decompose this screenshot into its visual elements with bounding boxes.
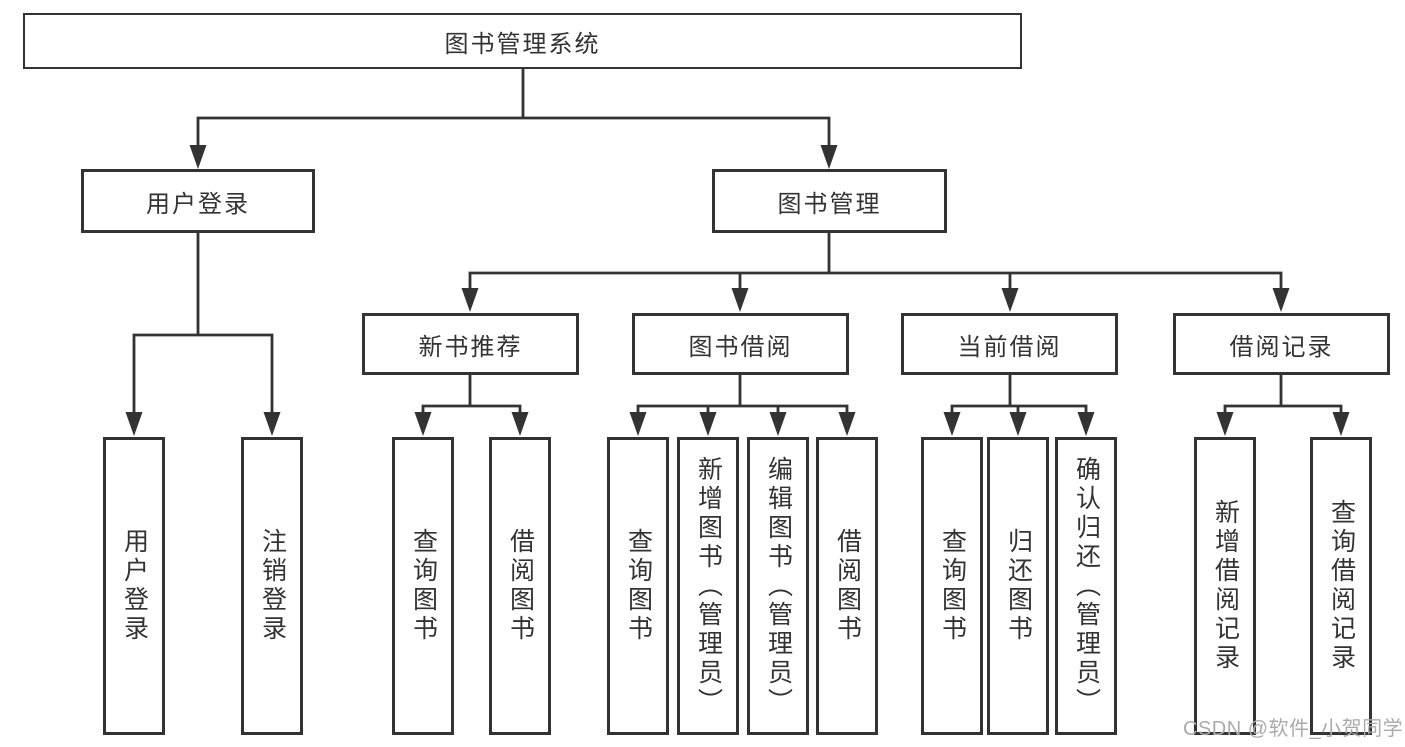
node-book-management: 图书管理 — [712, 169, 947, 233]
edge-bookborrow-to-leaves — [636, 373, 849, 417]
node-leaf-query-book-1: 查询图书 — [392, 437, 454, 735]
node-leaf-add-borrow-record-label: 新增借阅记录 — [1211, 499, 1240, 673]
node-user-login: 用户登录 — [81, 169, 315, 233]
node-borrow-records-label: 借阅记录 — [1229, 333, 1334, 361]
node-leaf-query-book-2-label: 查询图书 — [624, 528, 653, 644]
edge-root-to-level2 — [196, 67, 831, 150]
node-leaf-query-book-3-label: 查询图书 — [938, 528, 967, 644]
csdn-watermark: CSDN @软件_小贺同学 — [1183, 718, 1404, 740]
node-leaf-borrow-book-2: 借阅图书 — [816, 437, 878, 735]
node-leaf-confirm-return-admin: 确认归还（管理员） — [1055, 437, 1117, 735]
node-leaf-add-book-admin: 新增图书（管理员） — [677, 437, 739, 735]
edge-bookmgmt-to-level3 — [468, 231, 1283, 293]
node-root: 图书管理系统 — [23, 13, 1022, 69]
node-borrow-records: 借阅记录 — [1173, 313, 1390, 375]
node-new-book-recommend: 新书推荐 — [362, 313, 579, 375]
node-leaf-query-borrow-record: 查询借阅记录 — [1310, 437, 1372, 735]
edge-userlogin-to-leaves — [132, 231, 274, 417]
node-leaf-edit-book-admin: 编辑图书（管理员） — [747, 437, 809, 735]
node-root-label: 图书管理系统 — [444, 30, 601, 58]
node-book-borrow: 图书借阅 — [632, 313, 849, 375]
node-current-borrow: 当前借阅 — [901, 313, 1118, 375]
node-book-management-label: 图书管理 — [777, 190, 882, 218]
node-leaf-add-book-admin-label: 新增图书（管理员） — [694, 455, 723, 717]
node-book-borrow-label: 图书借阅 — [688, 333, 793, 361]
node-leaf-borrow-book-2-label: 借阅图书 — [833, 528, 862, 644]
node-new-book-recommend-label: 新书推荐 — [418, 333, 523, 361]
node-leaf-logout-label: 注销登录 — [258, 528, 287, 644]
node-leaf-borrow-book-1-label: 借阅图书 — [506, 528, 535, 644]
node-leaf-logout: 注销登录 — [241, 437, 303, 735]
node-leaf-borrow-book-1: 借阅图书 — [489, 437, 551, 735]
node-leaf-query-book-2: 查询图书 — [607, 437, 669, 735]
node-leaf-edit-book-admin-label: 编辑图书（管理员） — [764, 455, 793, 717]
node-leaf-query-book-3: 查询图书 — [921, 437, 983, 735]
node-current-borrow-label: 当前借阅 — [957, 333, 1062, 361]
node-leaf-query-borrow-record-label: 查询借阅记录 — [1327, 499, 1356, 673]
node-leaf-confirm-return-admin-label: 确认归还（管理员） — [1072, 455, 1101, 717]
node-leaf-user-login-label: 用户登录 — [120, 528, 149, 644]
node-leaf-add-borrow-record: 新增借阅记录 — [1194, 437, 1256, 735]
edge-borrowrecords-to-leaves — [1223, 373, 1343, 417]
node-leaf-return-book: 归还图书 — [987, 437, 1049, 735]
node-leaf-return-book-label: 归还图书 — [1004, 528, 1033, 644]
edge-newbook-to-leaves — [421, 373, 522, 417]
node-user-login-label: 用户登录 — [146, 190, 250, 218]
node-leaf-user-login: 用户登录 — [103, 437, 165, 735]
node-leaf-query-book-1-label: 查询图书 — [409, 528, 438, 644]
edge-currentborrow-to-leaves — [950, 373, 1088, 417]
